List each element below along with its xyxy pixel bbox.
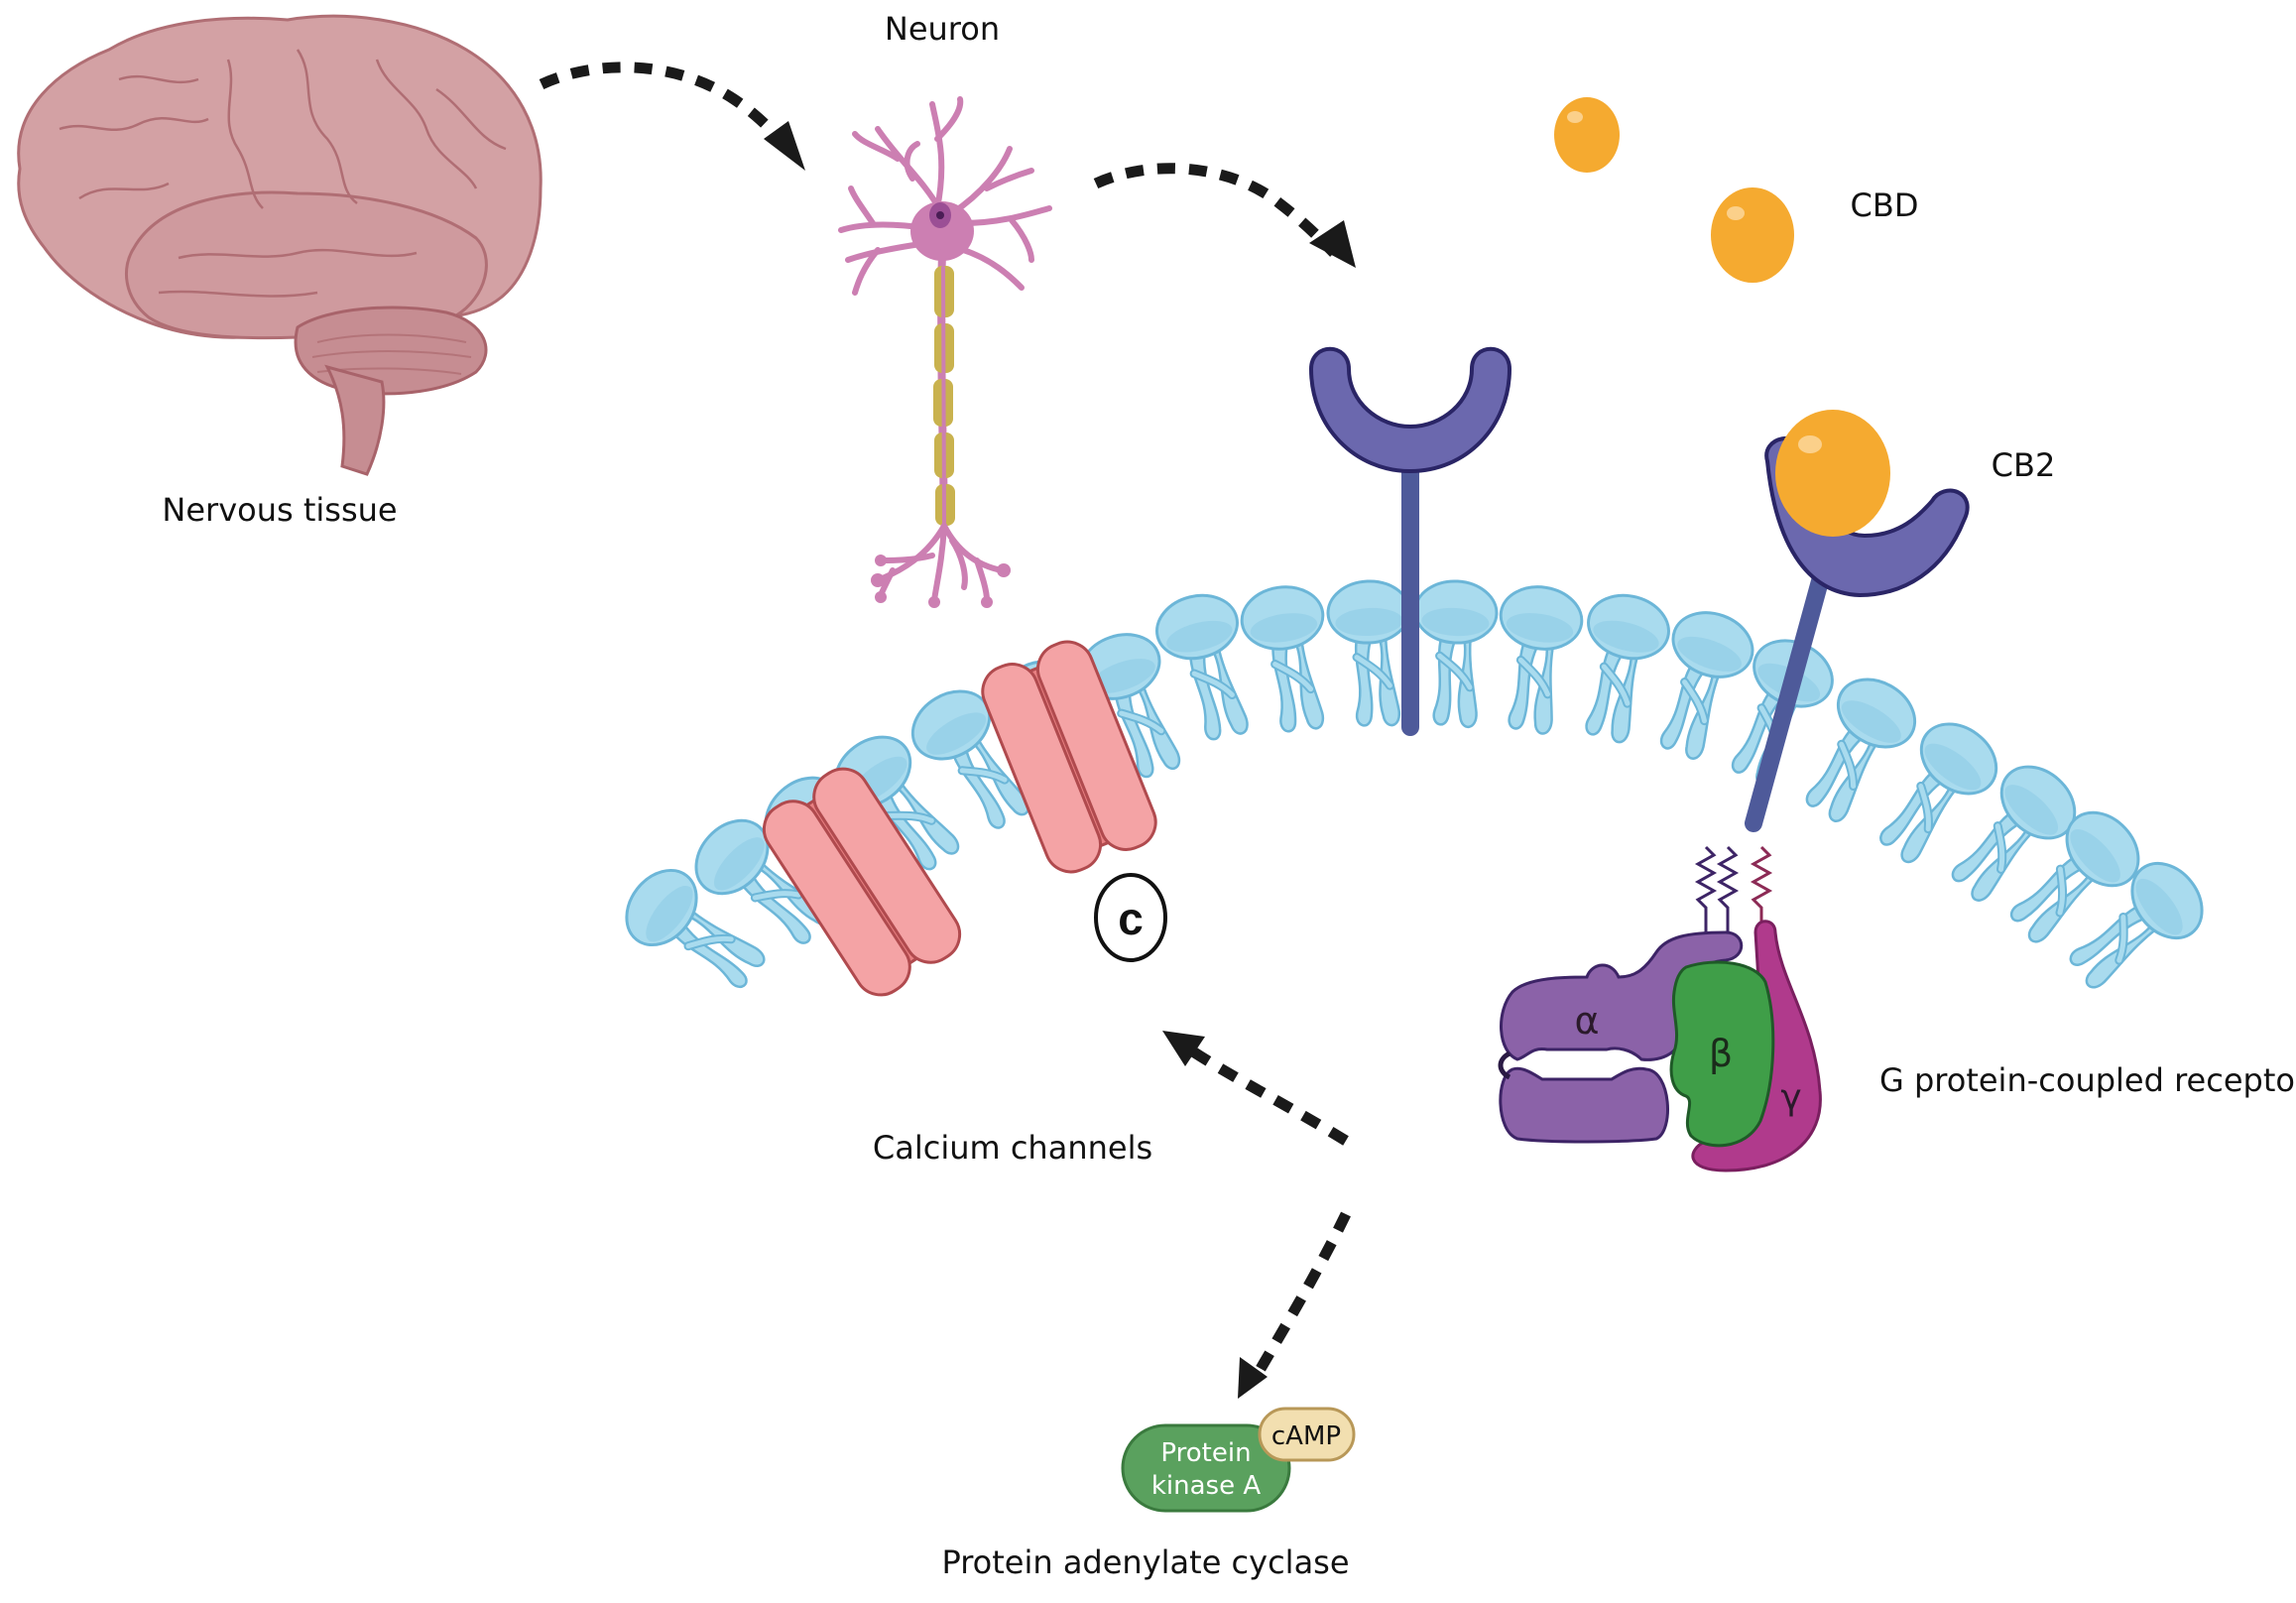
pka-line2: kinase A <box>1151 1471 1261 1501</box>
brain-stem <box>324 364 386 476</box>
arrowhead <box>1309 220 1356 268</box>
phospholipid <box>625 868 766 988</box>
phospholipid <box>1805 678 1917 822</box>
c-marker-text: c <box>1118 893 1144 944</box>
g-protein-complex: γ α β <box>1498 845 1822 1172</box>
cannabinoid-receptor-empty <box>1308 346 1512 736</box>
phospholipid <box>1951 765 2077 902</box>
phospholipid <box>910 689 1030 829</box>
brain-temporal-lobe <box>124 190 488 340</box>
arrow-gprotein-to-pka <box>1238 1211 1351 1399</box>
alpha-label: α <box>1574 999 1599 1043</box>
channel-c-marker: c <box>1094 873 1167 962</box>
arrow-gprotein-to-calcium-channels <box>1162 1031 1349 1146</box>
protein-kinase-a: Protein kinase A <box>1121 1423 1291 1513</box>
brain-illustration <box>17 14 543 476</box>
phospholipid <box>1499 585 1584 735</box>
phospholipid <box>1659 611 1754 760</box>
alpha-subunit-lower <box>1499 1066 1669 1144</box>
cbd-molecule-bound <box>1775 410 1890 537</box>
phospholipid <box>2069 861 2204 989</box>
arrowhead <box>1238 1357 1268 1399</box>
calcium-channel <box>762 767 962 997</box>
lipid-anchors <box>1694 845 1773 932</box>
arrow-brain-to-neuron <box>539 62 805 171</box>
phospholipid <box>1155 593 1249 741</box>
label-cb2: CB2 <box>1992 446 2056 484</box>
label-nervous-tissue: Nervous tissue <box>162 491 397 529</box>
arrowhead <box>764 121 805 171</box>
beta-subunit <box>1669 960 1775 1148</box>
neuron-soma <box>910 201 974 261</box>
cbd-molecule <box>1554 97 1620 173</box>
alpha-subunit-upper <box>1500 930 1744 1061</box>
cb2-receptor <box>1745 410 1970 832</box>
cbd-molecules <box>1554 97 1794 283</box>
phospholipid <box>1240 585 1325 733</box>
phospholipid <box>1879 722 1998 864</box>
cbd-molecule <box>1711 187 1794 283</box>
arrowhead <box>1162 1031 1205 1066</box>
beta-label: β <box>1709 1032 1733 1075</box>
label-cbd: CBD <box>1851 186 1919 224</box>
camp-label: cAMP <box>1271 1421 1341 1451</box>
brain-sulci <box>59 49 507 298</box>
label-calcium-channels: Calcium channels <box>873 1129 1152 1167</box>
arrow-neuron-to-receptor <box>1093 163 1356 268</box>
neuron-illustration <box>838 96 1052 608</box>
phospholipid <box>1585 593 1670 744</box>
camp-badge: cAMP <box>1258 1407 1356 1462</box>
phospholipid <box>1326 579 1411 727</box>
label-protein-adenylate-cyclase: Protein adenylate cyclase <box>941 1543 1349 1581</box>
calcium-channel <box>981 640 1157 874</box>
phospholipid <box>2009 810 2140 943</box>
label-neuron: Neuron <box>885 10 1000 48</box>
gamma-label: γ <box>1780 1077 1801 1118</box>
phospholipid <box>1413 579 1499 729</box>
pka-line1: Protein <box>1160 1438 1251 1468</box>
label-g-protein-coupled-receptors: G protein-coupled receptors <box>1879 1061 2296 1099</box>
